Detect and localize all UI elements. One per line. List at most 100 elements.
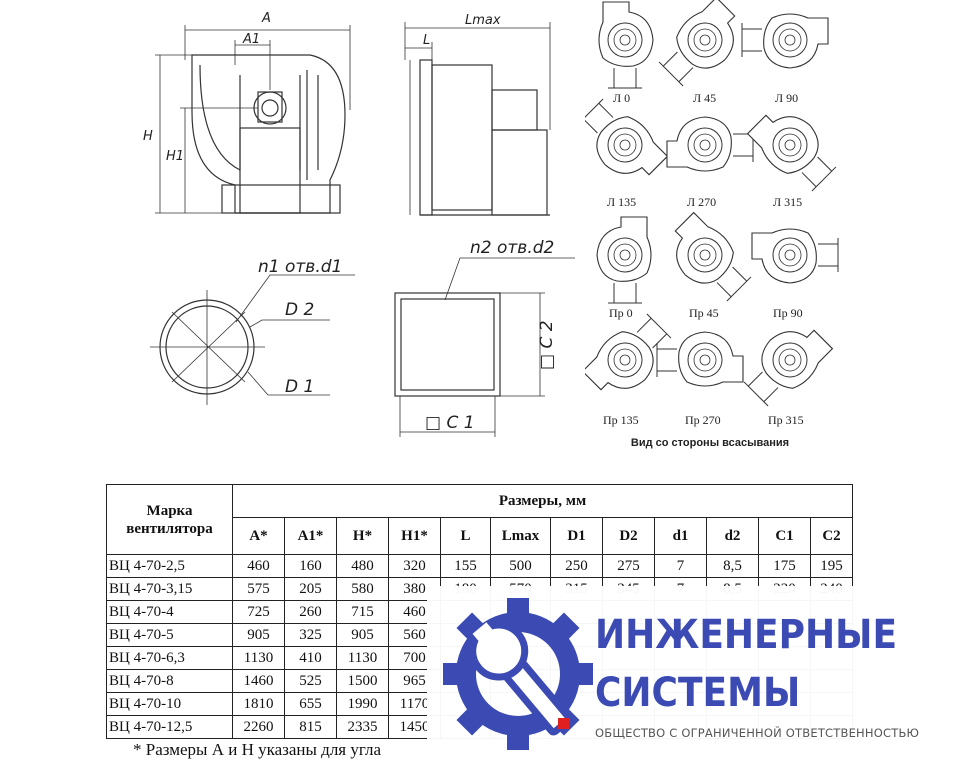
- value-cell: 815: [284, 715, 337, 739]
- col-header: D2: [602, 517, 655, 555]
- orient-pr0: [596, 216, 652, 304]
- n1-hole-label: n1 отв.d1: [258, 257, 342, 277]
- value-cell: 575: [232, 577, 285, 601]
- d2-label: D 2: [285, 300, 314, 320]
- value-cell: 500: [490, 554, 551, 578]
- orient-label-pr135: Пр 135: [603, 413, 639, 427]
- value-cell: 1460: [232, 669, 285, 693]
- orient-l0: [598, 1, 654, 89]
- model-header: Марка вентилятора: [106, 484, 233, 555]
- value-cell: 160: [284, 554, 337, 578]
- col-header: d2: [706, 517, 759, 555]
- orient-label-pr270: Пр 270: [685, 413, 721, 427]
- orient-pr135: [585, 307, 680, 408]
- company-logo: ИНЖЕНЕРНЫЕ СИСТЕМЫ ОБЩЕСТВО С ОГРАНИЧЕНН…: [427, 586, 953, 779]
- col-header: D1: [550, 517, 603, 555]
- dim-a1-label: A1: [242, 32, 260, 47]
- orient-pr270: [656, 331, 744, 387]
- value-cell: 1130: [232, 646, 285, 670]
- col-header: A*: [232, 517, 285, 555]
- value-cell: 2335: [336, 715, 389, 739]
- fan-technical-drawing: A A1 H H1 Lmax L n1 отв.d1 n2 отв.d2 D 2…: [143, 11, 575, 437]
- logo-line-1: ИНЖЕНЕРНЫЕ: [595, 612, 898, 658]
- orient-label-pr45: Пр 45: [689, 306, 719, 320]
- dim-h-label: H: [143, 129, 153, 144]
- col-header: C1: [758, 517, 811, 555]
- orient-label-pr90: Пр 90: [773, 306, 803, 320]
- value-cell: 1130: [336, 646, 389, 670]
- dim-a-label: A: [261, 11, 271, 26]
- orient-l270: [666, 116, 754, 172]
- value-cell: 250: [550, 554, 603, 578]
- orient-l90: [741, 13, 829, 69]
- model-cell: ВЦ 4-70-5: [106, 623, 233, 647]
- value-cell: 205: [284, 577, 337, 601]
- col-header: H*: [336, 517, 389, 555]
- orientation-diagrams: Л 0 Л 45 Л 90 Л 135 Л 270 Л 315 Пр 0 Пр …: [585, 0, 845, 427]
- table-footnote: * Размеры А и Н указаны для угла: [133, 740, 382, 759]
- value-cell: 725: [232, 600, 285, 624]
- value-cell: 655: [284, 692, 337, 716]
- orient-pr315: [735, 312, 836, 413]
- dimensions-header: Размеры, мм: [232, 484, 853, 518]
- orient-label-l270: Л 270: [687, 195, 716, 209]
- orient-pr90: [751, 228, 839, 284]
- col-header: L: [440, 517, 491, 555]
- value-cell: 480: [336, 554, 389, 578]
- col-header: H1*: [388, 517, 441, 555]
- model-cell: ВЦ 4-70-3,15: [106, 577, 233, 601]
- value-cell: 2260: [232, 715, 285, 739]
- orientation-caption: Вид со стороны всасывания: [630, 437, 790, 449]
- model-cell: ВЦ 4-70-8: [106, 669, 233, 693]
- value-cell: 325: [284, 623, 337, 647]
- value-cell: 155: [440, 554, 491, 578]
- col-header: d1: [654, 517, 707, 555]
- value-cell: 580: [336, 577, 389, 601]
- dim-h1-label: H1: [166, 149, 184, 164]
- c1-label: □ C 1: [425, 413, 475, 433]
- dim-lmax-label: Lmax: [465, 13, 501, 28]
- gear-wrench-icon: [443, 598, 593, 750]
- orient-label-l0: Л 0: [613, 91, 630, 105]
- model-cell: ВЦ 4-70-12,5: [106, 715, 233, 739]
- model-cell: ВЦ 4-70-6,3: [106, 646, 233, 670]
- value-cell: 195: [810, 554, 853, 578]
- model-cell: ВЦ 4-70-2,5: [106, 554, 233, 578]
- orient-l135: [585, 92, 671, 193]
- model-cell: ВЦ 4-70-4: [106, 600, 233, 624]
- orient-label-l90: Л 90: [775, 91, 798, 105]
- value-cell: 260: [284, 600, 337, 624]
- d1-label: D 1: [285, 377, 314, 397]
- logo-subtitle: ОБЩЕСТВО С ОГРАНИЧЕННОЙ ОТВЕТСТВЕННОСТЬЮ: [595, 726, 920, 740]
- orient-label-pr315: Пр 315: [768, 413, 804, 427]
- value-cell: 1500: [336, 669, 389, 693]
- value-cell: 905: [336, 623, 389, 647]
- orient-l315: [744, 97, 845, 198]
- n2-hole-label: n2 отв.d2: [470, 238, 554, 258]
- value-cell: 275: [602, 554, 655, 578]
- logo-line-2: СИСТЕМЫ: [595, 670, 801, 716]
- dim-l-label: L: [423, 33, 430, 48]
- orient-label-l315: Л 315: [773, 195, 802, 209]
- value-cell: 1810: [232, 692, 285, 716]
- col-header: Lmax: [490, 517, 551, 555]
- value-cell: 1990: [336, 692, 389, 716]
- orient-label-l45: Л 45: [693, 91, 716, 105]
- model-cell: ВЦ 4-70-10: [106, 692, 233, 716]
- value-cell: 320: [388, 554, 441, 578]
- orient-label-pr0: Пр 0: [609, 306, 633, 320]
- c2-label: □ C 2: [537, 320, 557, 370]
- col-header: A1*: [284, 517, 337, 555]
- value-cell: 175: [758, 554, 811, 578]
- value-cell: 715: [336, 600, 389, 624]
- orient-label-l135: Л 135: [607, 195, 636, 209]
- orient-pr45: [657, 209, 758, 310]
- value-cell: 905: [232, 623, 285, 647]
- value-cell: 8,5: [706, 554, 759, 578]
- col-header: C2: [810, 517, 853, 555]
- value-cell: 525: [284, 669, 337, 693]
- orient-l45: [652, 0, 753, 95]
- value-cell: 7: [654, 554, 707, 578]
- value-cell: 410: [284, 646, 337, 670]
